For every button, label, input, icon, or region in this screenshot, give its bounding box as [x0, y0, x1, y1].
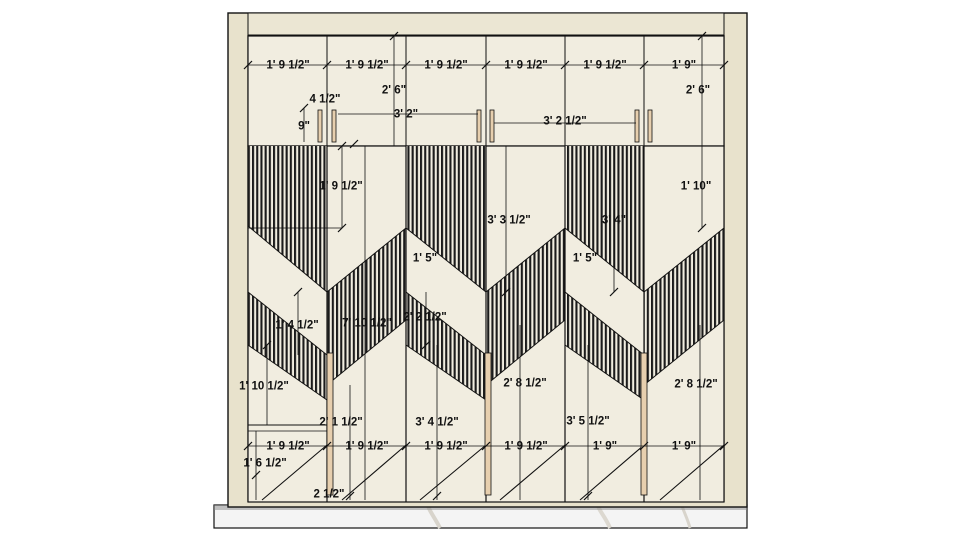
stripe-band [565, 146, 644, 292]
stripe-band [248, 146, 327, 292]
door-handle [326, 352, 334, 496]
stripe-band [406, 146, 486, 292]
loft-handle [317, 109, 323, 143]
stripe-band [486, 228, 565, 385]
stripe-band [327, 228, 406, 385]
loft-handle [647, 109, 653, 143]
loft-shutters [247, 35, 725, 147]
loft-handles [317, 109, 653, 143]
stripe-band [248, 292, 327, 400]
loft-handle [476, 109, 482, 143]
door-handle [640, 352, 648, 496]
door-handle [484, 352, 492, 496]
stripe-band [644, 228, 724, 385]
loft-handle [489, 109, 495, 143]
loft-handle [634, 109, 640, 143]
plinth [213, 504, 748, 529]
loft-handle [331, 109, 337, 143]
dimension-ticks [243, 31, 729, 501]
stripe-band [565, 292, 644, 400]
door-handles [326, 352, 648, 496]
